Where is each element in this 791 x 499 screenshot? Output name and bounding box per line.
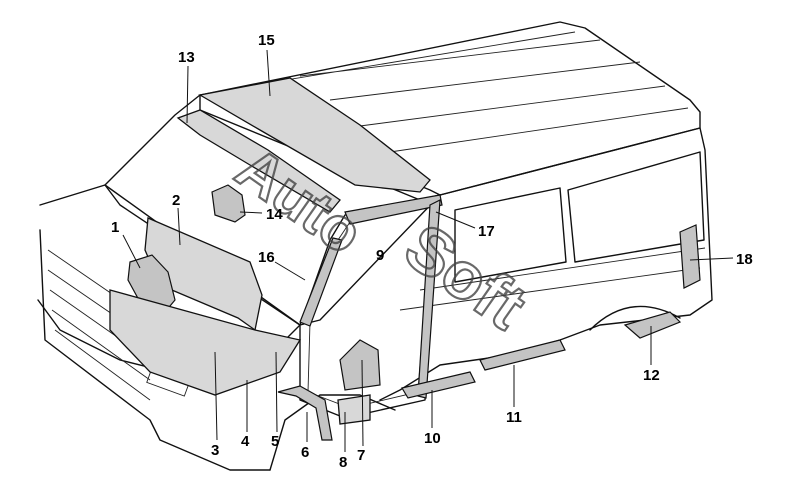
- leader-5: [275, 351, 278, 433]
- leader-13: [186, 65, 189, 124]
- leader-17: [435, 211, 476, 229]
- part-13-header-strip: [176, 109, 341, 213]
- leader-18: [689, 257, 734, 261]
- leader-3: [214, 351, 218, 441]
- callout-2: 2: [172, 192, 180, 209]
- callout-15: 15: [258, 32, 275, 49]
- part-11-rocker-strip: [479, 339, 566, 371]
- callout-18: 18: [736, 251, 753, 268]
- belt-line: [399, 247, 706, 311]
- callout-7: 7: [357, 447, 365, 464]
- callout-8: 8: [339, 454, 347, 471]
- watermark-text-2: Soft: [392, 209, 540, 343]
- callout-13: 13: [178, 49, 195, 66]
- callout-11: 11: [506, 409, 522, 426]
- van-body: [37, 21, 713, 471]
- part-8-step-pad: [337, 394, 371, 425]
- insulation-parts: [109, 77, 701, 441]
- callout-4: 4: [241, 433, 250, 450]
- front-grille: [39, 229, 271, 471]
- leader-lines: [122, 49, 734, 452]
- part-6-lower-seal: [277, 385, 333, 441]
- leader-2: [177, 207, 181, 246]
- callout-3: 3: [211, 442, 219, 459]
- leader-16: [274, 261, 306, 281]
- part-12-rear-step: [623, 311, 682, 339]
- part-14-clip: [211, 184, 246, 223]
- callout-9: 9: [376, 247, 384, 264]
- callout-1: 1: [111, 219, 119, 236]
- leader-7: [361, 359, 364, 447]
- callout-6: 6: [301, 444, 309, 461]
- front-wheel-arch: [269, 394, 396, 471]
- callout-12: 12: [643, 367, 660, 384]
- grille-slats: [47, 249, 151, 401]
- leader-1: [122, 234, 141, 269]
- leader-14: [239, 211, 263, 214]
- leader-15: [266, 49, 271, 97]
- callout-numbers: 1 2 3 4 5 6 7 8 9 10 11 12 13 14 15 16 1…: [111, 32, 753, 471]
- callout-14: 14: [266, 206, 283, 223]
- part-18-rear-pad: [679, 224, 701, 289]
- part-7-door-rear-seal: [417, 198, 441, 399]
- callout-5: 5: [271, 433, 279, 450]
- roof-ribs: [249, 31, 689, 153]
- callout-17: 17: [478, 223, 495, 240]
- part-15-roof-panel: [198, 77, 431, 193]
- part-16-pillar-seal: [299, 237, 343, 327]
- part-9-door-cover: [339, 339, 381, 391]
- side-window: [567, 151, 705, 263]
- part-17-door-seal: [344, 194, 443, 225]
- callout-16: 16: [258, 249, 275, 266]
- front-side-window: [454, 187, 567, 283]
- part-10-sill-strip: [401, 371, 476, 399]
- callout-10: 10: [424, 430, 441, 447]
